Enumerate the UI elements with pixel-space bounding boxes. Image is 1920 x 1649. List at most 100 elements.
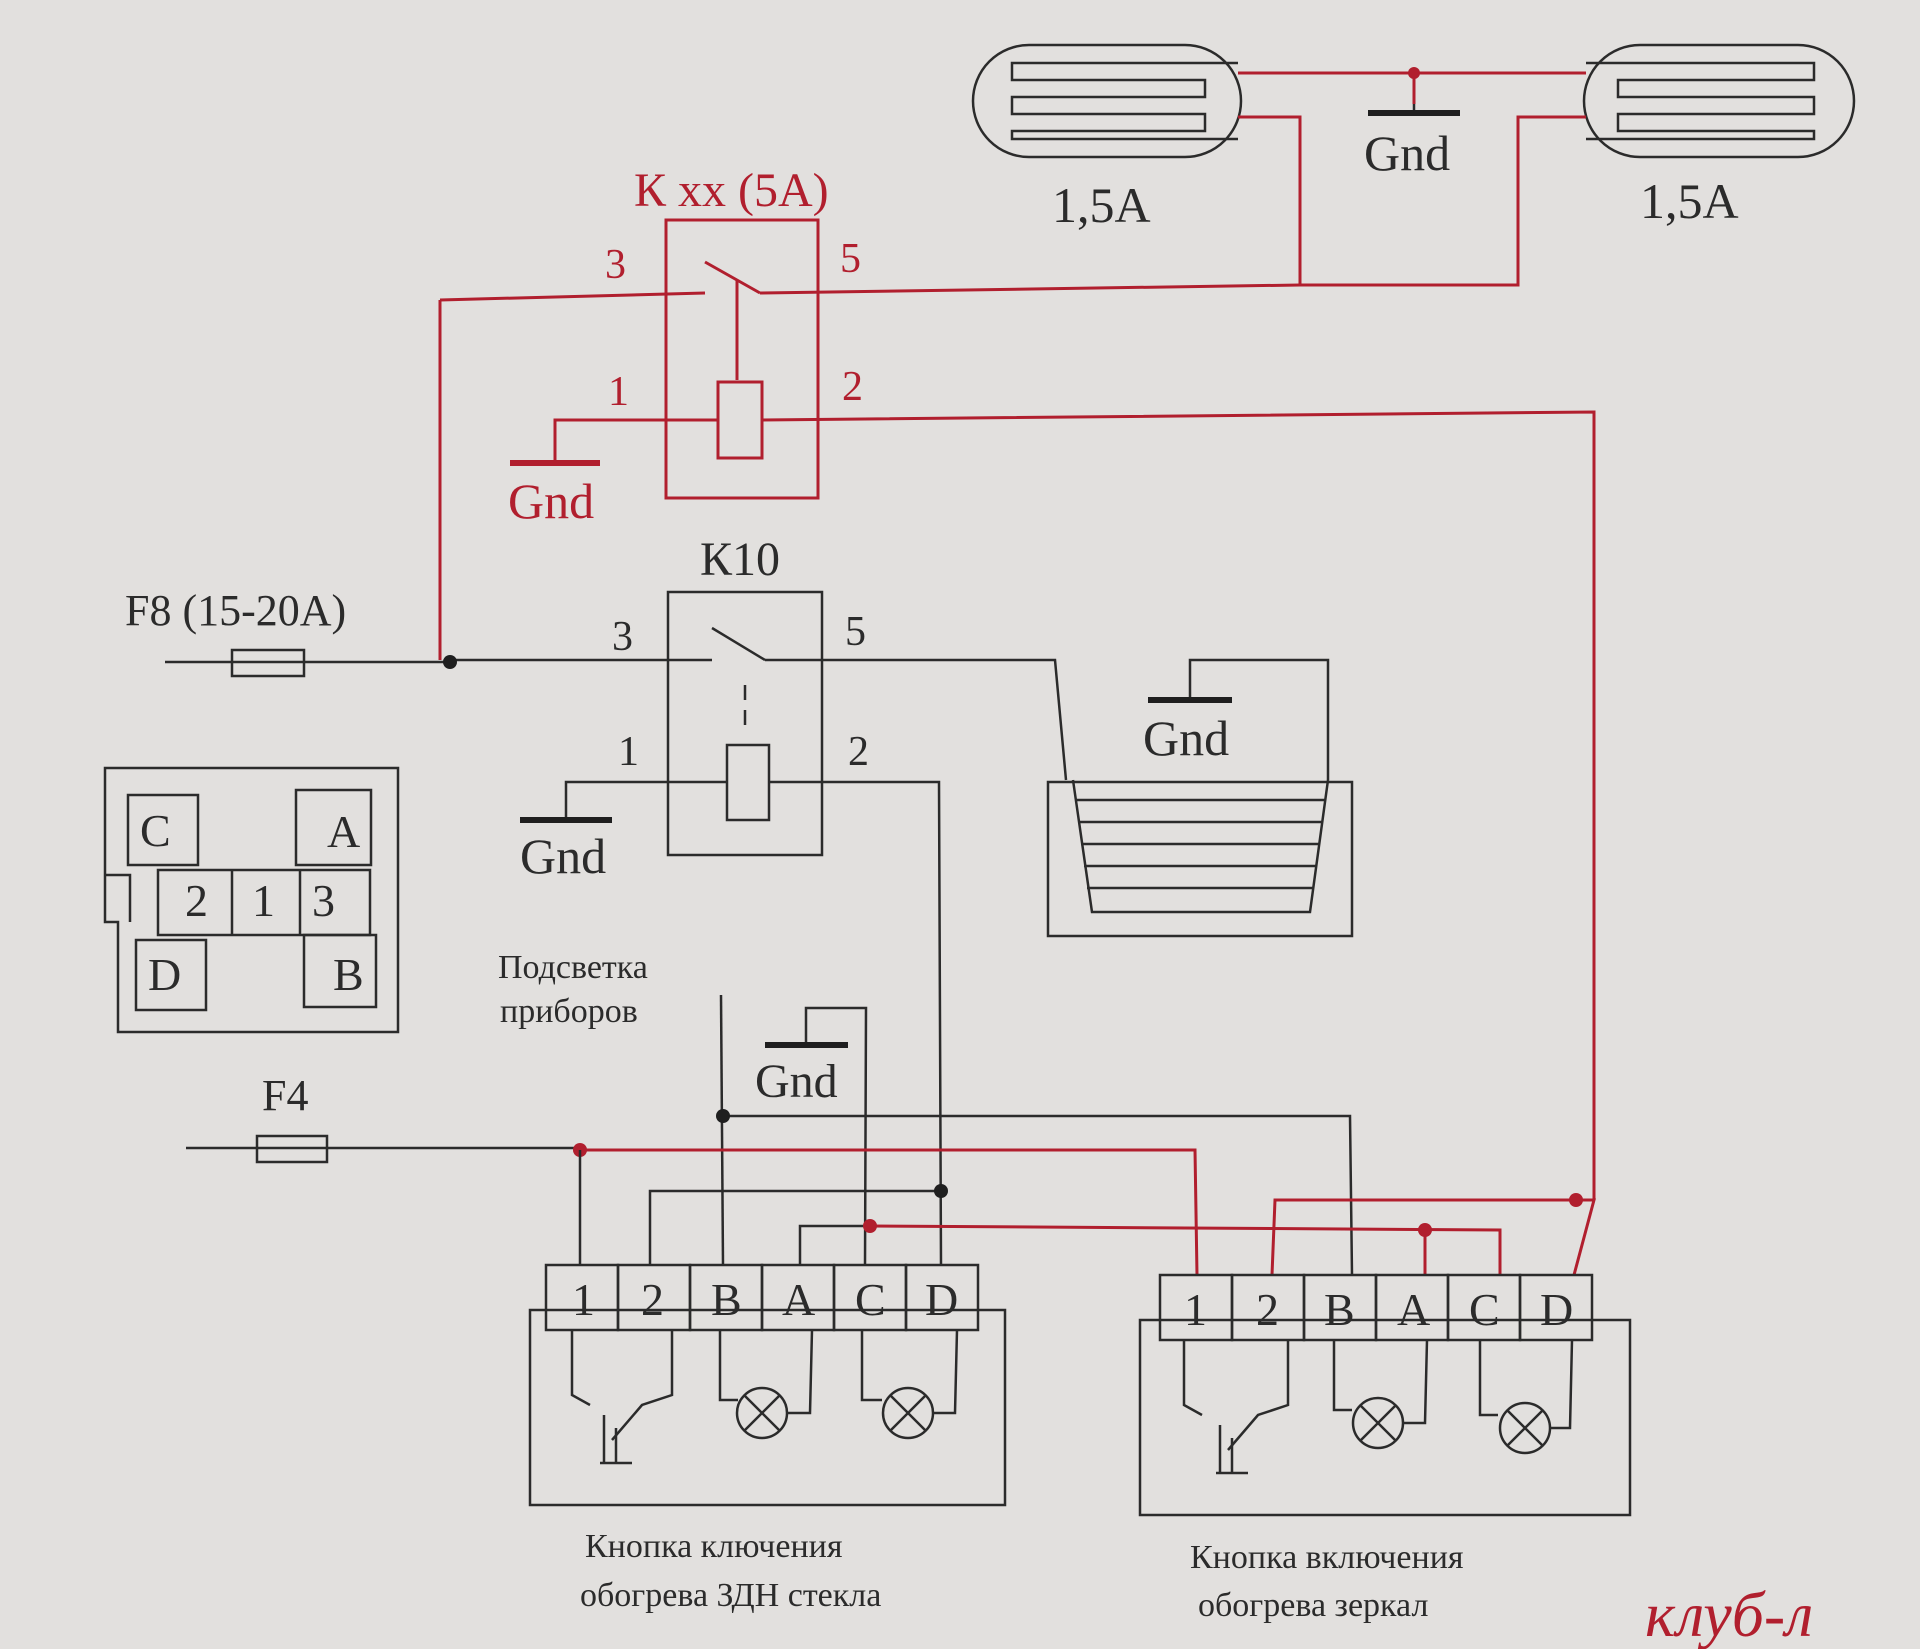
wire-kxx-pin2	[761, 410, 1596, 1200]
rear-button-caption-line2: обогрева ЗДН стекла	[580, 1577, 881, 1614]
right-mirror-heater	[1582, 43, 1856, 159]
relay-kxx-ground: Gnd	[508, 473, 594, 529]
relay-coil-icon	[725, 743, 771, 822]
relay-k10-pin3: 3	[612, 614, 633, 660]
mirror-heat-button: 1 2 B A C D Кнопка включения обогрева зе…	[1138, 1273, 1632, 1624]
backlight-label-line1: Подсветка	[498, 949, 648, 986]
pin-a-label: A	[327, 806, 360, 857]
rear-button-caption-line1: Кнопка ключения	[585, 1528, 843, 1565]
relay-kxx-pin5: 5	[840, 236, 861, 282]
connector-pinout: C A D B 2 1 3	[103, 766, 400, 1034]
left-mirror-outline	[971, 43, 1243, 159]
left-heater-current: 1,5А	[1052, 177, 1151, 233]
ground-icon	[1368, 104, 1460, 116]
backlight-ground: Gnd	[755, 1055, 838, 1108]
rear-window-heater: Gnd	[1046, 658, 1354, 938]
junction-kxx	[1569, 1193, 1583, 1207]
fuse-icon	[230, 648, 306, 678]
rear-button-pin-2: 2	[641, 1274, 664, 1325]
wire-k10-pin1	[564, 780, 727, 818]
watermark-text: клуб-л	[1645, 1579, 1813, 1649]
pin-d-cell	[134, 938, 208, 1012]
lamp-icon	[860, 1329, 959, 1440]
mirror-button-body	[1138, 1318, 1632, 1517]
relay-kxx-pin2: 2	[842, 364, 863, 410]
junction-backlight	[716, 1109, 730, 1123]
pin-2-label: 2	[185, 875, 208, 926]
relay-kxx-pin3: 3	[605, 242, 626, 288]
mirror-button-pin-2: 2	[1256, 1284, 1279, 1335]
mirror-button-pin-1: 1	[1184, 1284, 1207, 1335]
wire-backlight-bus	[723, 1114, 1354, 1276]
lamp-icon	[1332, 1339, 1429, 1450]
rear-heater-ground: Gnd	[1143, 710, 1229, 766]
wire-kxx-pin1	[553, 418, 718, 462]
wire-backlight-gnd	[804, 1006, 868, 1266]
relay-k10-pin5: 5	[845, 609, 866, 655]
rear-button-pin-1: 1	[572, 1274, 595, 1325]
relay-k10-pin2: 2	[848, 729, 869, 775]
relay-k10-ground: Gnd	[520, 828, 606, 884]
backlight-label-line2: приборов	[500, 993, 638, 1030]
heater-grid-icon	[1071, 779, 1330, 914]
rear-button-pin-a: A	[782, 1274, 815, 1325]
mirror-button-pins	[1158, 1273, 1594, 1342]
pin-b-label: B	[333, 949, 364, 1000]
heater-grid-icon	[1586, 61, 1816, 141]
pin-c-cell	[126, 793, 200, 867]
rear-button-body	[528, 1308, 1007, 1507]
fuse-icon	[255, 1134, 329, 1164]
right-heater-current: 1,5А	[1640, 173, 1739, 229]
wire-left-mirror-return	[1238, 115, 1302, 285]
junction-f8	[443, 655, 457, 669]
rear-button-pin-d: D	[925, 1274, 958, 1325]
junction-indicator-b2	[1418, 1223, 1432, 1237]
rear-button-pins	[544, 1263, 980, 1332]
relay-k10-pin1: 1	[618, 729, 639, 775]
connector-outline	[103, 766, 400, 1034]
pin-row-cells	[156, 868, 372, 937]
relay-coil-icon	[716, 380, 764, 460]
switch-contact-icon	[450, 626, 1068, 781]
wire-rear-heater-gnd	[1188, 658, 1330, 780]
junction-k10	[934, 1184, 948, 1198]
wire-indicator-b1	[798, 1224, 870, 1265]
heater-grid-icon	[1010, 61, 1238, 141]
rear-button-pin-b: B	[711, 1274, 742, 1325]
mirror-button-caption-line1: Кнопка включения	[1190, 1539, 1464, 1576]
wire-backlight	[719, 994, 725, 1266]
right-mirror-outline	[1582, 43, 1856, 159]
relay-k10-box	[666, 590, 824, 857]
wire-indicator-bus	[869, 1224, 1502, 1275]
push-button-icon	[1182, 1340, 1290, 1475]
push-button-icon	[570, 1330, 674, 1465]
lamp-icon	[1478, 1339, 1574, 1455]
wire-right-mirror-return	[1300, 115, 1586, 287]
rear-button-pin-c: C	[855, 1274, 886, 1325]
mirror-button-caption-line2: обогрева зеркал	[1198, 1587, 1428, 1624]
mirror-ground-label: Gnd	[1364, 125, 1450, 181]
junction-indicator	[863, 1219, 877, 1233]
relay-kxx-title: К хх (5А)	[634, 164, 829, 217]
pin-a-cell	[294, 788, 373, 867]
fuse-f8-label: F8 (15-20А)	[125, 586, 346, 635]
lamp-icon	[718, 1329, 814, 1440]
wire-k10-pin2	[769, 780, 943, 1266]
wire-f4-red-bus	[580, 1148, 1199, 1276]
pin-d-label: D	[148, 949, 181, 1000]
pin-1-label: 1	[252, 875, 275, 926]
pin-c-label: C	[140, 805, 171, 856]
relay-kxx-box	[664, 218, 820, 500]
mirror-button-pin-d: D	[1540, 1284, 1573, 1335]
relay-k10-title: К10	[700, 533, 780, 586]
wire-kxx-down	[1270, 1198, 1596, 1276]
relay-kxx-pin1: 1	[608, 369, 629, 415]
left-mirror-heater	[971, 43, 1243, 159]
mirror-button-pin-b: B	[1324, 1284, 1355, 1335]
junction-mirror-gnd	[1408, 67, 1420, 79]
rear-window-button: 1 2 B A C D Кнопка ключения обогрева ЗДН…	[528, 1263, 1007, 1614]
fuse-f4-label: F4	[262, 1071, 308, 1120]
pin-3-label: 3	[312, 875, 335, 926]
mirror-button-pin-c: C	[1469, 1284, 1500, 1335]
